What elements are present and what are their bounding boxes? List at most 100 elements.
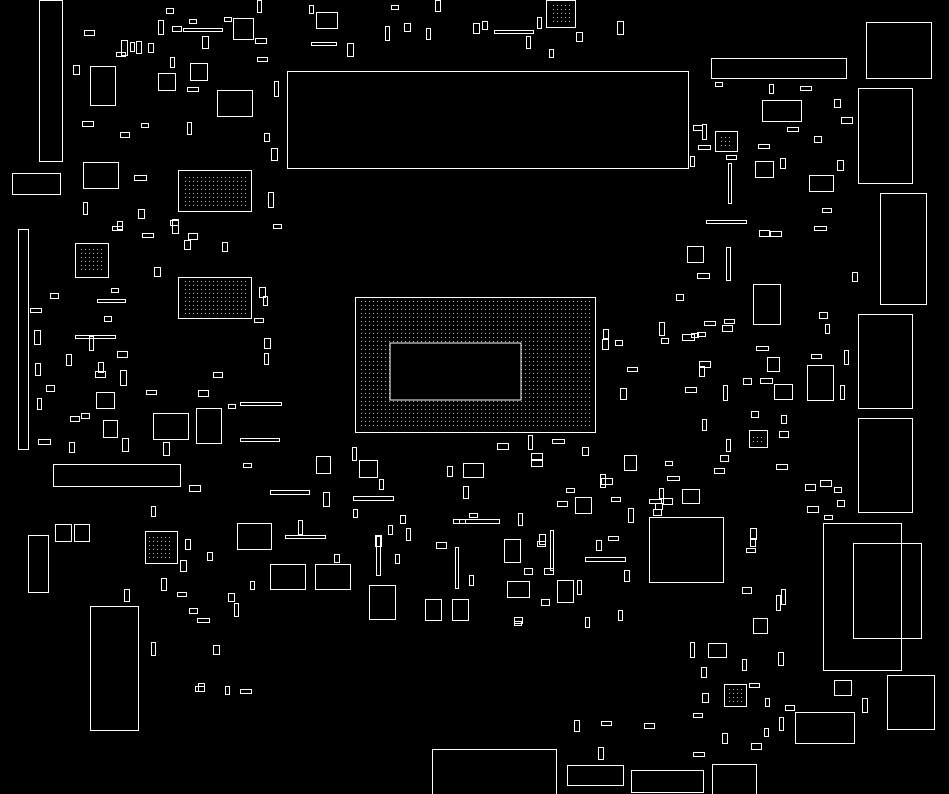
resistor[interactable] (50, 293, 59, 299)
capacitor[interactable] (89, 336, 94, 351)
chip[interactable] (452, 599, 469, 621)
resistor[interactable] (720, 455, 729, 462)
capacitor[interactable] (136, 41, 142, 54)
resistor[interactable] (760, 378, 773, 384)
capacitor[interactable] (690, 156, 695, 167)
trace-part[interactable] (585, 557, 626, 562)
resistor[interactable] (141, 123, 149, 128)
resistor[interactable] (837, 500, 845, 507)
capacitor[interactable] (723, 385, 728, 401)
chip[interactable] (749, 430, 768, 448)
resistor[interactable] (698, 145, 711, 150)
capacitor[interactable] (690, 642, 695, 658)
chip[interactable] (767, 357, 780, 372)
resistor[interactable] (611, 497, 621, 502)
capacitor[interactable] (549, 49, 554, 58)
chip[interactable] (724, 684, 747, 707)
resistor[interactable] (30, 308, 42, 313)
resistor[interactable] (120, 132, 130, 138)
trace-part[interactable] (240, 402, 282, 406)
resistor[interactable] (644, 723, 655, 729)
resistor[interactable] (117, 351, 128, 358)
capacitor[interactable] (463, 486, 469, 499)
capacitor[interactable] (624, 570, 630, 582)
capacitor[interactable] (574, 720, 580, 732)
capacitor[interactable] (98, 362, 104, 373)
resistor[interactable] (685, 387, 697, 393)
resistor[interactable] (566, 488, 575, 493)
chip[interactable] (145, 531, 178, 564)
chip[interactable] (315, 564, 351, 590)
chip[interactable] (682, 489, 700, 504)
resistor[interactable] (742, 587, 752, 594)
resistor[interactable] (189, 608, 198, 614)
resistor[interactable] (822, 208, 832, 213)
chip[interactable] (90, 66, 116, 106)
resistor[interactable] (243, 463, 252, 468)
resistor[interactable] (776, 464, 788, 470)
capacitor[interactable] (225, 686, 230, 695)
resistor[interactable] (531, 453, 543, 460)
resistor[interactable] (693, 752, 705, 757)
capacitor[interactable] (73, 65, 80, 75)
resistor[interactable] (70, 416, 80, 422)
capacitor[interactable] (375, 535, 382, 547)
resistor[interactable] (146, 390, 157, 395)
resistor[interactable] (240, 689, 252, 694)
resistor[interactable] (779, 431, 789, 438)
chip[interactable] (190, 63, 208, 81)
chip[interactable] (755, 161, 774, 178)
chip[interactable] (507, 581, 530, 598)
resistor[interactable] (814, 136, 822, 143)
resistor[interactable] (541, 599, 550, 606)
capacitor[interactable] (184, 240, 191, 250)
resistor[interactable] (758, 144, 770, 149)
resistor[interactable] (697, 332, 706, 337)
chip[interactable] (316, 456, 331, 474)
capacitor[interactable] (334, 554, 340, 563)
capacitor[interactable] (447, 466, 453, 477)
resistor[interactable] (759, 230, 770, 237)
cpu-bga[interactable] (355, 297, 596, 433)
capacitor[interactable] (187, 122, 192, 135)
resistor[interactable] (531, 460, 543, 467)
resistor[interactable] (749, 683, 760, 688)
resistor[interactable] (104, 316, 112, 322)
component[interactable] (887, 675, 935, 730)
resistor[interactable] (82, 121, 94, 127)
capacitor[interactable] (598, 747, 604, 760)
connector[interactable] (631, 770, 704, 793)
chip[interactable] (196, 408, 222, 444)
resistor[interactable] (824, 515, 833, 520)
capacitor[interactable] (395, 554, 400, 564)
capacitor[interactable] (185, 539, 191, 550)
capacitor[interactable] (347, 43, 354, 57)
chip[interactable] (153, 413, 189, 440)
connector[interactable] (823, 523, 902, 671)
resistor[interactable] (172, 26, 182, 32)
resistor[interactable] (544, 568, 554, 575)
resistor[interactable] (746, 548, 756, 553)
capacitor[interactable] (528, 435, 533, 450)
capacitor[interactable] (844, 350, 849, 365)
capacitor[interactable] (120, 370, 127, 386)
capacitor[interactable] (309, 5, 314, 14)
connector[interactable] (90, 606, 139, 731)
capacitor[interactable] (779, 717, 784, 731)
chip[interactable] (834, 680, 852, 696)
chip[interactable] (546, 0, 576, 28)
capacitor[interactable] (228, 593, 235, 602)
left-connector[interactable] (39, 0, 63, 162)
resistor[interactable] (189, 19, 197, 24)
component[interactable] (866, 22, 932, 79)
resistor[interactable] (273, 224, 282, 229)
capacitor[interactable] (750, 538, 756, 547)
resistor[interactable] (81, 413, 90, 419)
capacitor[interactable] (163, 442, 170, 456)
capacitor[interactable] (659, 488, 664, 499)
resistor[interactable] (557, 501, 568, 507)
capacitor[interactable] (726, 439, 731, 452)
trace-part[interactable] (75, 335, 116, 339)
resistor[interactable] (177, 592, 187, 597)
capacitor[interactable] (353, 509, 358, 518)
